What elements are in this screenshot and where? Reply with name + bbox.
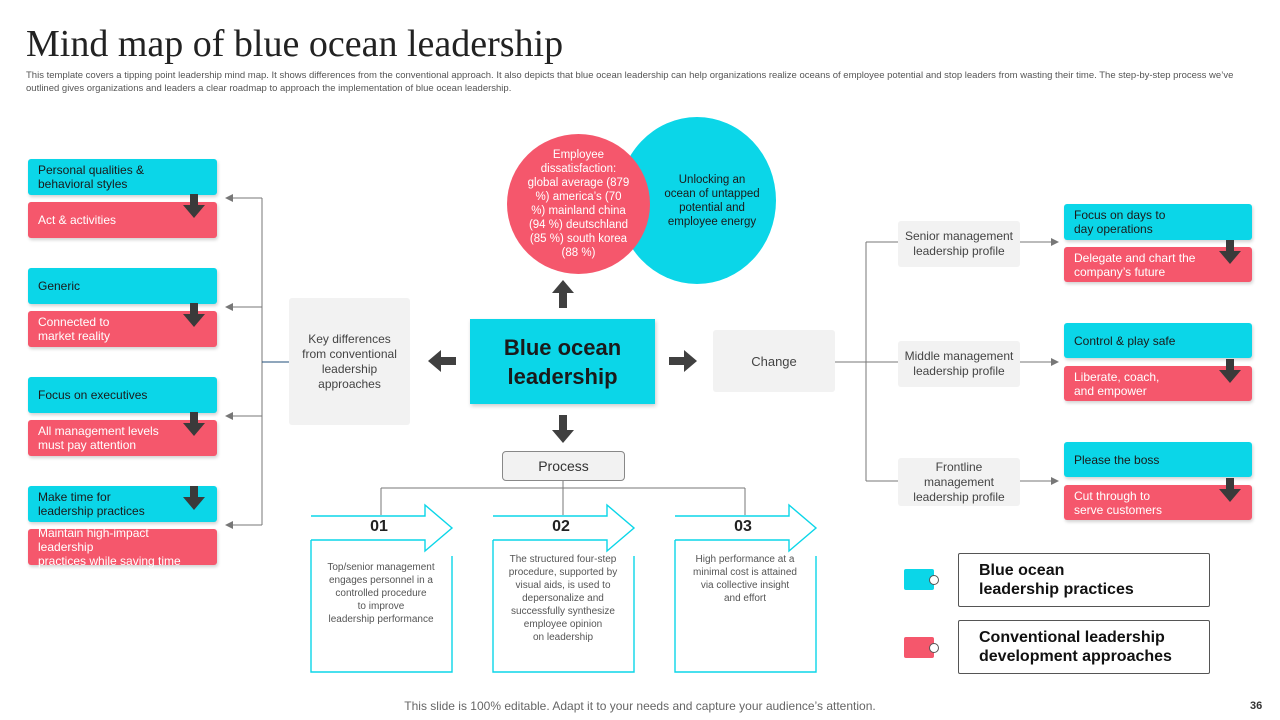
legend-swatch-blue: [904, 569, 934, 590]
center-blue-ocean-leadership: Blue ocean leadership: [470, 319, 655, 404]
down-arrow-icon: [183, 303, 205, 327]
down-arrow-icon: [183, 194, 205, 218]
left-blue-box-3: Focus on executives: [28, 377, 217, 413]
down-arrow-icon: [1219, 240, 1241, 264]
left-blue-box-1: Personal qualities & behavioral styles: [28, 159, 217, 195]
step-text-2: The structured four-step procedure, supp…: [508, 554, 618, 643]
step-text-3: High performance at a minimal cost is at…: [693, 554, 797, 604]
legend-swatch-red: [904, 637, 934, 658]
left-blue-box-4: Make time for leadership practices: [28, 486, 217, 522]
left-red-box-1: Act & activities: [28, 202, 217, 238]
step-text-1: Top/senior management engages personnel …: [327, 562, 435, 625]
key-differences-box: Key differences from conventional leader…: [289, 298, 410, 425]
page-number: 36: [1250, 700, 1263, 712]
page-description: This template covers a tipping point lea…: [26, 70, 1234, 94]
legend-dot-red: [929, 643, 939, 653]
left-red-box-4: Maintain high-impact leadership practice…: [28, 526, 217, 568]
left-red-box-3: All management levels must pay attention: [28, 420, 217, 456]
legend-dot-blue: [929, 575, 939, 585]
right-blue-box-3: Please the boss: [1064, 442, 1252, 477]
step-number-2: 02: [552, 518, 570, 535]
left-red-box-2: Connected to market reality: [28, 311, 217, 347]
right-blue-box-2: Control & play safe: [1064, 323, 1252, 358]
process-box: Process: [502, 451, 625, 481]
down-arrow-icon: [1219, 478, 1241, 502]
down-arrow-icon: [183, 412, 205, 436]
left-blue-box-2: Generic: [28, 268, 217, 304]
legend-blue-ocean: Blue ocean leadership practices: [958, 553, 1210, 607]
down-arrow-icon: [183, 486, 205, 510]
profile-frontline: Frontline management leadership profile: [898, 458, 1020, 506]
change-box: Change: [713, 330, 835, 392]
page-title: Mind map of blue ocean leadership: [26, 23, 564, 65]
legend-conventional: Conventional leadership development appr…: [958, 620, 1210, 674]
down-arrow-icon: [1219, 359, 1241, 383]
footer-note: This slide is 100% editable. Adapt it to…: [404, 699, 876, 713]
right-blue-box-1: Focus on days to day operations: [1064, 204, 1252, 240]
step-number-1: 01: [370, 518, 388, 535]
employee-dissatisfaction-circle: Employee dissatisfaction: global average…: [507, 134, 650, 274]
profile-middle: Middle management leadership profile: [898, 341, 1020, 387]
right-red-box-3: Cut through to serve customers: [1064, 485, 1252, 520]
step-number-3: 03: [734, 518, 752, 535]
right-red-box-2: Liberate, coach, and empower: [1064, 366, 1252, 401]
profile-senior: Senior management leadership profile: [898, 221, 1020, 267]
